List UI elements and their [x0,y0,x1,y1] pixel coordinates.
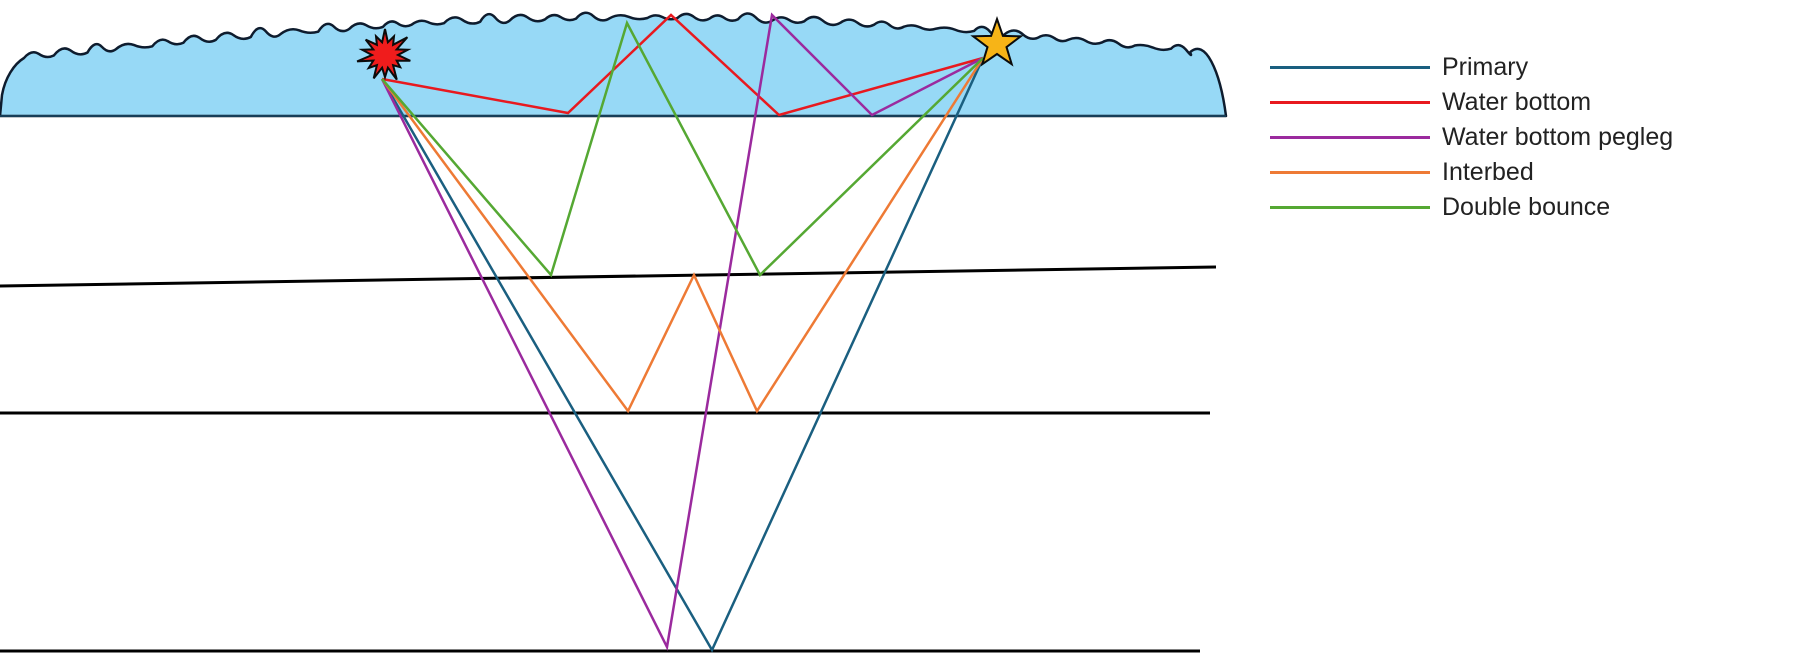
ray-primary [380,57,985,653]
horizons [0,265,1217,653]
ray-interbed [380,57,985,414]
legend: Primary Water bottom Water bottom pegleg… [1270,50,1673,225]
legend-label: Primary [1442,53,1529,81]
legend-item-double-bounce: Double bounce [1270,190,1673,225]
legend-swatch [1270,206,1430,209]
horizon-1 [0,265,1217,288]
legend-swatch [1270,101,1430,104]
legend-swatch [1270,136,1430,139]
legend-label: Water bottom [1442,88,1592,116]
ray-paths [380,12,985,653]
legend-label: Water bottom pegleg [1442,123,1674,151]
legend-item-water-bottom-pegleg: Water bottom pegleg [1270,120,1673,155]
legend-label: Double bounce [1442,193,1611,221]
legend-swatch [1270,171,1430,174]
explosion-icon [356,28,412,81]
ray-double-bounce [381,19,984,278]
legend-swatch [1270,66,1430,69]
legend-item-water-bottom: Water bottom [1270,85,1673,120]
water-layer [0,11,1228,118]
legend-label: Interbed [1442,158,1534,186]
ray-water-bottom [381,13,984,117]
legend-item-primary: Primary [1270,50,1673,85]
star-icon [970,15,1024,67]
ray-water-bottom-pegleg [380,12,984,651]
legend-item-interbed: Interbed [1270,155,1673,190]
